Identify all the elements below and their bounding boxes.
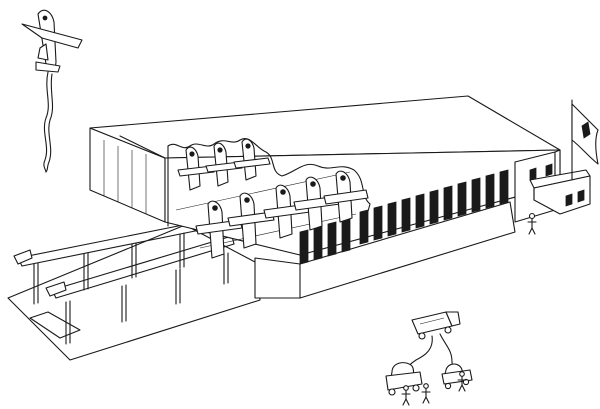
person-icon: [528, 214, 536, 235]
launch-rail: [8, 222, 260, 360]
aircraft-icon: [206, 143, 242, 186]
flag-icon: [572, 100, 598, 180]
aircraft-icon: [234, 139, 270, 180]
aircraft-icon: [294, 177, 340, 230]
person-icon: [422, 384, 430, 403]
person-icon: [458, 372, 466, 391]
fuel-trailer-icon: [386, 363, 422, 395]
aircraft-icon: [178, 147, 214, 190]
person-icon: [402, 386, 410, 405]
fuel-trailer-icon: [442, 364, 472, 389]
stored-aircraft-group: [178, 139, 368, 258]
fuel-truck-icon: [412, 312, 460, 339]
flying-aircraft-icon: [22, 10, 82, 172]
aircraft-icon: [228, 193, 274, 248]
aircraft-icon: [324, 171, 368, 222]
hangar-building: [90, 96, 560, 298]
control-building: [515, 150, 590, 222]
